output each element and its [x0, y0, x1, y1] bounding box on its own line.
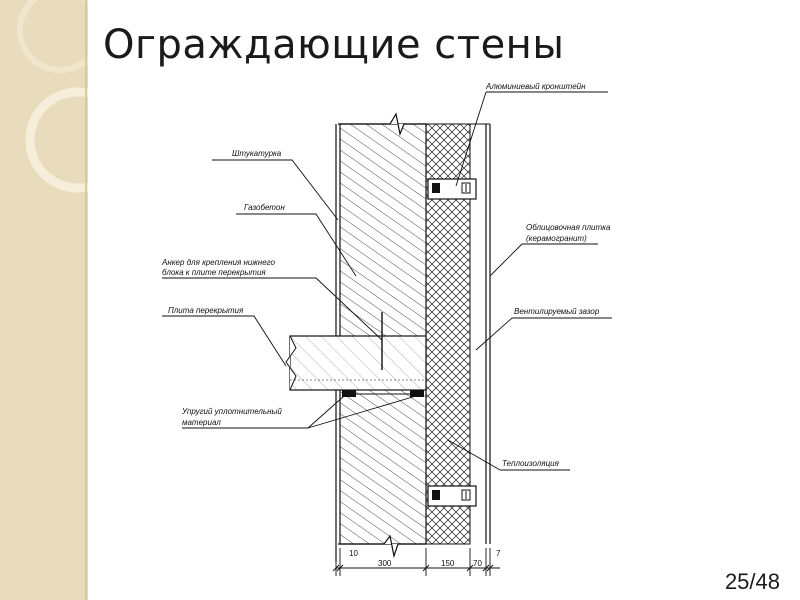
dimension-facing-tile: 7 [496, 549, 501, 558]
label-plaster: Штукатурка [232, 149, 282, 158]
dimension-insulation: 150 [441, 559, 455, 568]
dimension-aerated-concrete: 300 [378, 559, 392, 568]
label-anchor-line2: блока к плите перекрытия [162, 268, 266, 277]
label-anchor-line1: Анкер для крепления нижнего [161, 258, 276, 267]
label-elastic-seal-line1: Упругий уплотнительный [181, 407, 282, 416]
floor-slab [285, 335, 427, 391]
facing-tile [470, 123, 491, 544]
label-ventilated-gap: Вентилируемый зазор [514, 307, 600, 316]
dimension-plaster: 10 [349, 549, 358, 558]
bracket-bottom [427, 485, 477, 507]
label-facing-tile-line1: Облицовочная плитка [526, 223, 611, 232]
decorative-circles [17, 0, 88, 600]
elastic-seal [342, 390, 424, 397]
label-facing-tile-line2: (керамогранит) [526, 234, 587, 243]
label-aerated-concrete: Газобетон [244, 203, 285, 212]
aerated-concrete-wall [338, 112, 427, 559]
decorative-side-strip [0, 0, 88, 600]
label-elastic-seal-line2: материал [182, 418, 221, 427]
label-floor-slab: Плита перекрытия [168, 306, 244, 315]
dimension-ventilated-gap: 70 [473, 559, 482, 568]
bracket-top [427, 178, 477, 200]
label-insulation: Теплоизоляция [502, 459, 560, 468]
dimension-line [332, 548, 500, 576]
slide-title: Ограждающие стены [103, 22, 565, 68]
leader-lines [162, 91, 612, 471]
label-bracket: Алюминиевый кронштейн [485, 82, 586, 91]
page-number: 25/48 [724, 569, 780, 594]
